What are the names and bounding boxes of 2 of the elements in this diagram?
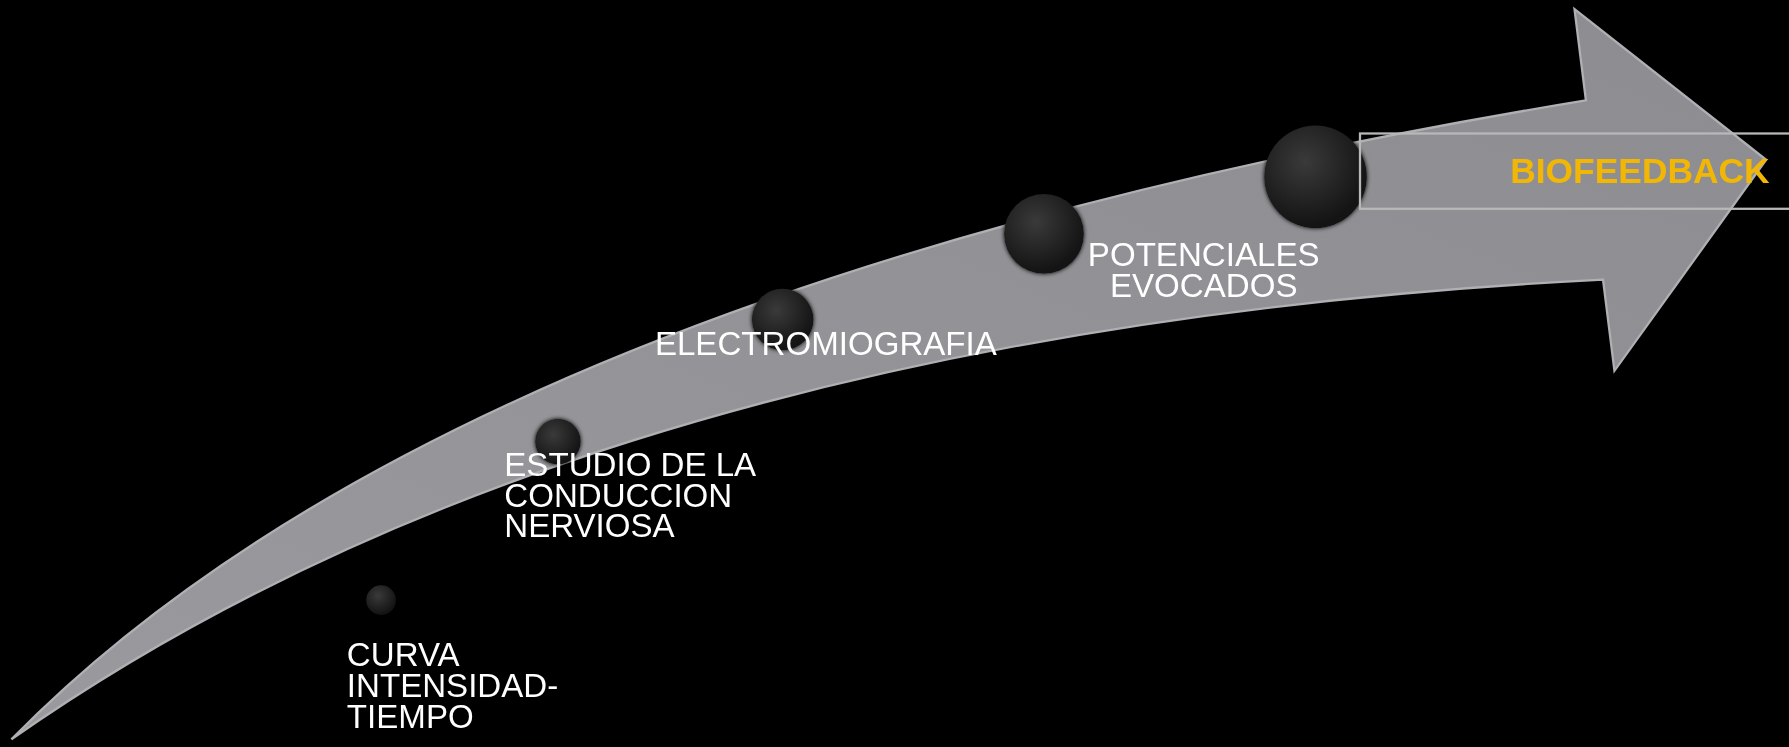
milestone-label: POTENCIALES EVOCADOS <box>1086 239 1321 302</box>
milestone-label: CURVA INTENSIDAD-TIEMPO <box>346 640 560 733</box>
